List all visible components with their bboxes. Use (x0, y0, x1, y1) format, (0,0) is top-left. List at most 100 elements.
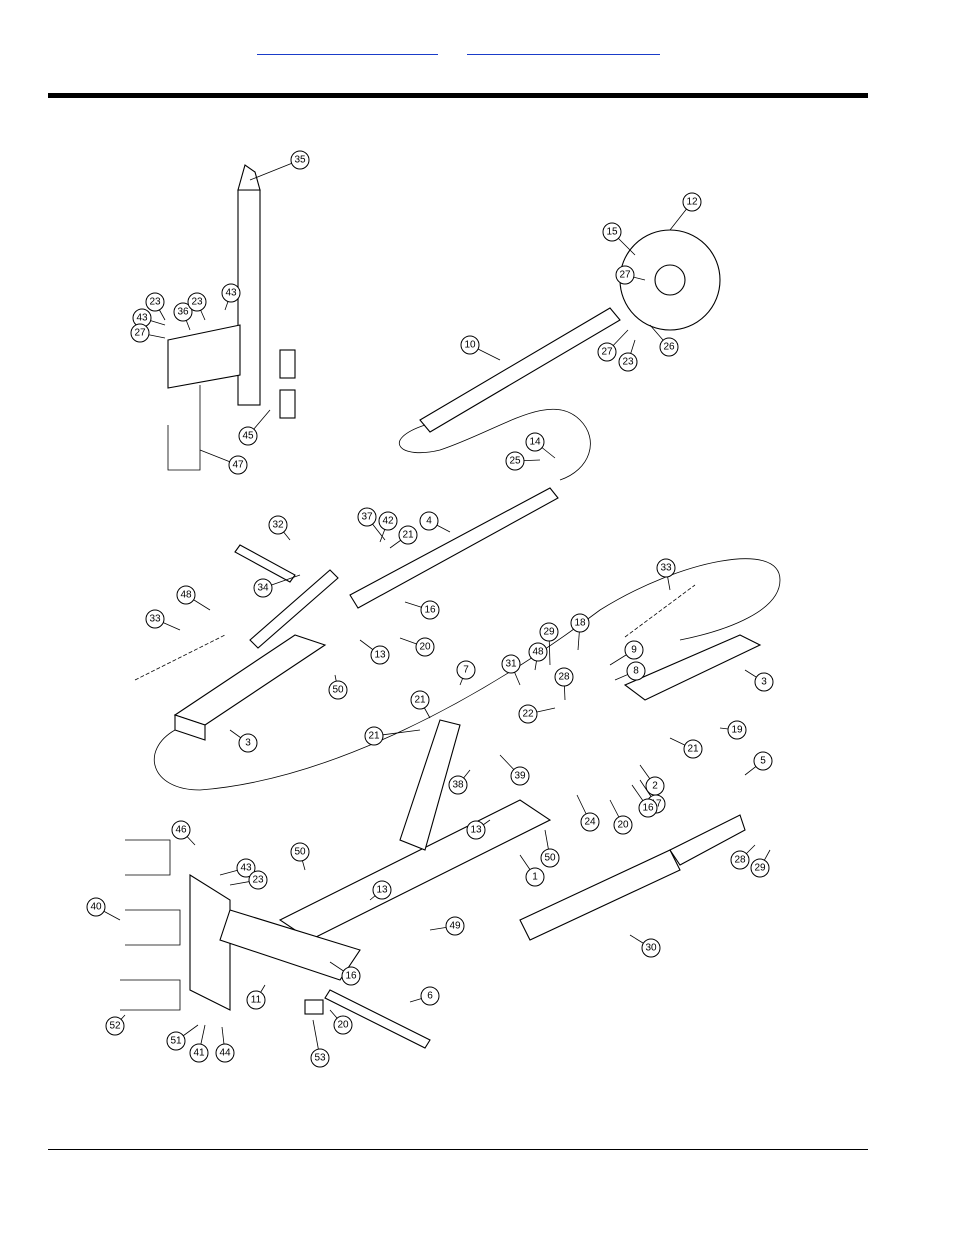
callout-number: 13 (376, 885, 388, 896)
callout-27: 27 (615, 265, 646, 285)
callout-40: 40 (86, 897, 121, 921)
callout-number: 28 (734, 855, 746, 866)
callout-53: 53 (310, 1019, 330, 1068)
part-disc (619, 229, 721, 331)
header-link-1[interactable] (257, 36, 438, 55)
callout-23: 23 (618, 339, 638, 372)
callout-balloon (253, 578, 273, 598)
callout-number: 21 (687, 744, 699, 755)
callout-number: 23 (622, 357, 634, 368)
part-hitch (120, 839, 361, 1011)
callout-46: 46 (171, 820, 196, 846)
callout-balloon (166, 1031, 186, 1051)
callout-number: 30 (645, 943, 657, 954)
callout-balloon (659, 337, 679, 357)
callout-number: 26 (663, 342, 675, 353)
callout-balloon (105, 1016, 125, 1036)
callout-balloon (398, 525, 418, 545)
part-left-tube (153, 558, 781, 791)
callout-20: 20 (329, 1009, 353, 1035)
callout-number: 3 (761, 677, 767, 688)
callout-14: 14 (525, 432, 556, 459)
part-chain-left (134, 634, 226, 681)
callout-20: 20 (609, 799, 633, 835)
callout-balloon (238, 733, 258, 753)
callout-number: 19 (731, 725, 743, 736)
callout-31: 31 (501, 654, 521, 686)
callout-number: 48 (532, 647, 544, 658)
callout-33: 33 (145, 609, 181, 631)
callout-balloon (246, 990, 266, 1010)
part-bar-34 (249, 569, 339, 649)
callout-number: 43 (136, 313, 148, 324)
callout-32: 32 (268, 515, 291, 541)
callout-balloon (248, 870, 268, 890)
callout-balloon (613, 815, 633, 835)
callout-balloon (539, 622, 559, 642)
callout-48: 48 (528, 642, 548, 671)
callout-number: 37 (361, 512, 373, 523)
callout-number: 43 (240, 863, 252, 874)
callout-number: 8 (633, 666, 639, 677)
callout-balloon (420, 600, 440, 620)
callout-number: 50 (332, 685, 344, 696)
callout-number: 32 (272, 520, 284, 531)
callout-number: 7 (463, 665, 469, 676)
callout-39: 39 (499, 754, 530, 786)
callout-number: 21 (402, 530, 414, 541)
callout-balloon (540, 848, 560, 868)
callout-balloon (602, 222, 622, 242)
callout-50: 50 (290, 842, 310, 871)
callout-balloon (290, 150, 310, 170)
callout-number: 39 (514, 771, 526, 782)
callout-12: 12 (669, 192, 702, 231)
callout-balloon (328, 680, 348, 700)
part-chain-right (624, 584, 696, 638)
callout-26: 26 (649, 324, 679, 357)
callout-30: 30 (629, 934, 661, 958)
callout-balloon (310, 1048, 330, 1068)
callout-balloon (448, 775, 468, 795)
header-link-2[interactable] (467, 36, 660, 55)
callout-33: 33 (656, 558, 676, 591)
callout-16: 16 (329, 961, 361, 986)
callout-23: 23 (187, 292, 207, 321)
callout-number: 51 (170, 1036, 182, 1047)
part-post (237, 164, 261, 406)
header-rule (48, 93, 868, 98)
callout-21: 21 (364, 726, 421, 746)
callout-balloon (268, 515, 288, 535)
callout-balloon (415, 637, 435, 657)
part-bar-32 (234, 544, 296, 583)
callout-28: 28 (554, 667, 574, 701)
callout-balloon (456, 660, 476, 680)
callout-balloon (189, 1043, 209, 1063)
callout-number: 31 (505, 659, 517, 670)
callout-balloon (236, 858, 256, 878)
callout-balloon (215, 1043, 235, 1063)
callout-number: 27 (134, 328, 146, 339)
callout-number: 12 (686, 197, 698, 208)
callout-balloon (618, 352, 638, 372)
callout-balloon (615, 265, 635, 285)
callout-number: 27 (601, 347, 613, 358)
callout-balloon (683, 739, 703, 759)
callout-21: 21 (389, 525, 418, 549)
callout-balloon (145, 609, 165, 629)
callout-number: 3 (245, 738, 251, 749)
callout-number: 6 (427, 991, 433, 1002)
callout-number: 1 (532, 872, 538, 883)
callout-10: 10 (460, 335, 501, 361)
part-decal (304, 999, 324, 1015)
callout-number: 20 (337, 1020, 349, 1031)
callout-balloon (370, 645, 390, 665)
callout-13: 13 (466, 819, 491, 840)
callout-balloon (460, 335, 480, 355)
callout-number: 40 (90, 902, 102, 913)
callout-37: 37 (357, 507, 386, 541)
callout-balloon (624, 640, 644, 660)
callout-number: 29 (543, 627, 555, 638)
callout-number: 44 (219, 1048, 231, 1059)
callout-19: 19 (719, 720, 747, 740)
callout-balloon (626, 661, 646, 681)
